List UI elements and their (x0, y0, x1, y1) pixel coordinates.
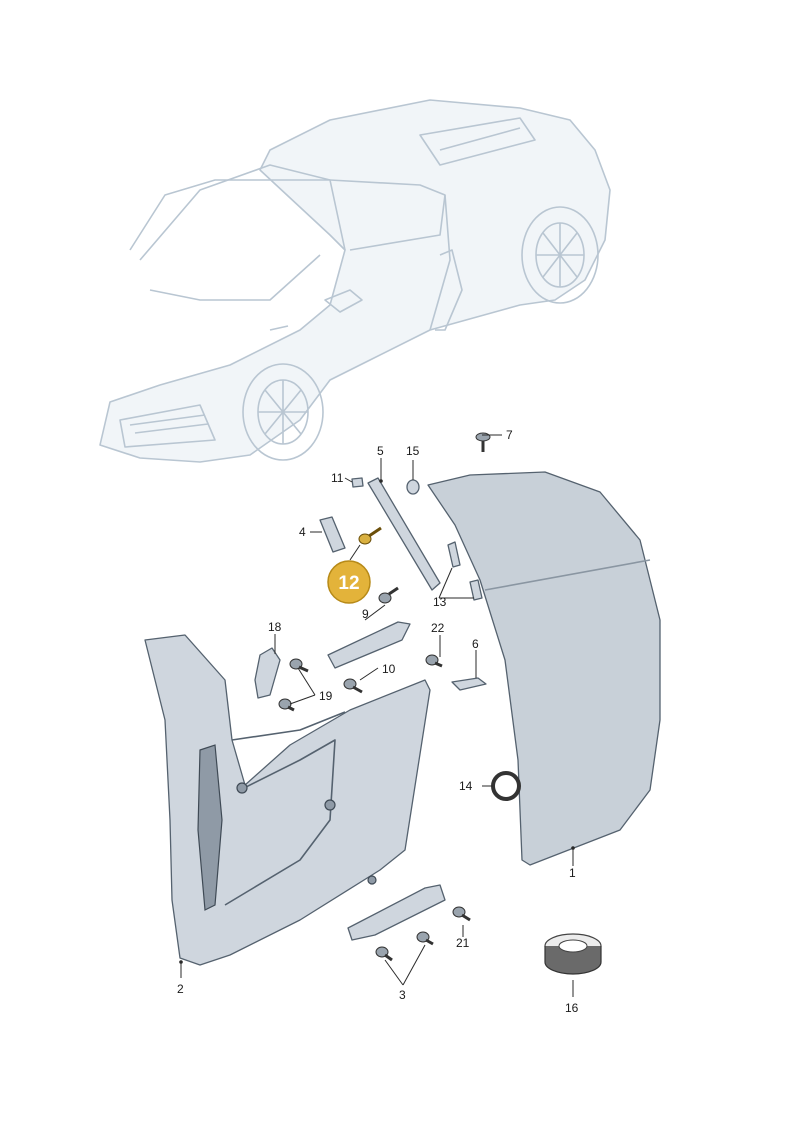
callout-5[interactable]: 5 (377, 444, 384, 458)
screw-3a (375, 946, 393, 962)
leader-lines (179, 434, 575, 997)
screw-22 (425, 654, 443, 668)
part-16-tape-roll (544, 933, 602, 975)
screw-3b (416, 931, 434, 946)
callout-16[interactable]: 16 (565, 1001, 579, 1015)
screw-9 (378, 586, 399, 604)
part-1-outer-cover (427, 471, 661, 866)
callout-2[interactable]: 2 (177, 982, 184, 996)
callout-3[interactable]: 3 (399, 988, 406, 1002)
part-5-trim-strip (367, 477, 441, 591)
callout-labels: 7 5 15 11 4 13 9 18 22 6 10 19 14 1 21 2… (177, 428, 579, 1015)
screw-7 (475, 432, 491, 452)
part-4-bracket (319, 516, 346, 553)
callout-7[interactable]: 7 (506, 428, 513, 442)
screw-10 (343, 678, 363, 694)
screw-19a (289, 658, 309, 673)
callout-19[interactable]: 19 (319, 689, 333, 703)
part-6-clip (451, 677, 487, 691)
callout-15[interactable]: 15 (406, 444, 420, 458)
callout-21[interactable]: 21 (456, 936, 470, 950)
callout-9[interactable]: 9 (362, 607, 369, 621)
callout-12: 12 (338, 573, 359, 594)
callout-1[interactable]: 1 (569, 866, 576, 880)
callout-4[interactable]: 4 (299, 525, 306, 539)
callout-10[interactable]: 10 (382, 662, 396, 676)
car-outline-illustration (99, 99, 611, 463)
part-11-clip (351, 477, 364, 488)
callout-22[interactable]: 22 (431, 621, 445, 635)
part-15-bushing (406, 479, 420, 495)
part-2-side-panel (144, 634, 431, 966)
callout-14[interactable]: 14 (459, 779, 473, 793)
part-13-clips (447, 541, 483, 601)
callout-6[interactable]: 6 (472, 637, 479, 651)
callout-13[interactable]: 13 (433, 595, 447, 609)
part-9-bracket-bar (327, 621, 411, 669)
part-3-lower-bracket (347, 884, 446, 941)
callout-11[interactable]: 11 (331, 471, 344, 485)
screw-12-highlighted (358, 526, 382, 545)
screw-21 (452, 906, 471, 922)
part-14-ring-seal (491, 771, 521, 801)
screw-19b (278, 698, 295, 712)
callout-18[interactable]: 18 (268, 620, 282, 634)
highlight-badge-12[interactable]: 12 (327, 560, 371, 604)
part-18-mount (254, 647, 281, 699)
